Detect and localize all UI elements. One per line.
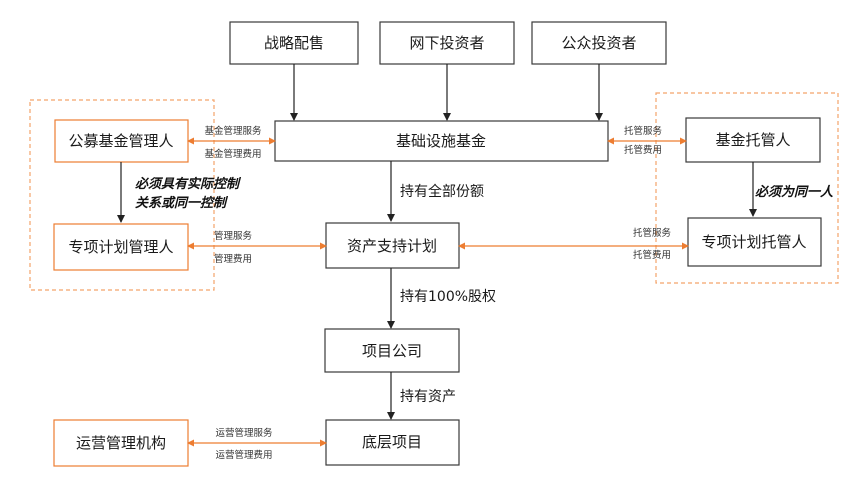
public-fund-manager-node: 公募基金管理人 bbox=[54, 119, 189, 163]
public-investors-node: 公众投资者 bbox=[531, 21, 667, 65]
custodian-group-frame bbox=[655, 92, 839, 284]
custody-service-top-label: 托管服务 bbox=[624, 125, 663, 137]
fund-mgmt-fee-label: 基金管理费用 bbox=[204, 148, 261, 160]
control-note-line2: 关系或同一控制 bbox=[135, 195, 229, 211]
special-plan-manager-node: 专项计划管理人 bbox=[53, 223, 189, 271]
special-plan-custodian-label: 专项计划托管人 bbox=[701, 233, 806, 251]
offline-investors-node: 网下投资者 bbox=[379, 21, 515, 65]
abs-plan-node: 资产支持计划 bbox=[325, 222, 460, 269]
fund-mgmt-service-label: 基金管理服务 bbox=[204, 125, 262, 137]
infra-fund-node: 基础设施基金 bbox=[274, 120, 609, 162]
control-note-line1: 必须具有实际控制 bbox=[135, 176, 242, 192]
hold-assets-label: 持有资产 bbox=[400, 389, 456, 405]
infra-fund-label: 基础设施基金 bbox=[396, 132, 486, 150]
strategic-placement-node: 战略配售 bbox=[229, 21, 359, 65]
public-investors-label: 公众投资者 bbox=[561, 34, 636, 52]
manager-group-frame bbox=[29, 99, 215, 291]
operator-label: 运营管理机构 bbox=[76, 434, 166, 452]
hold-all-shares-label: 持有全部份额 bbox=[400, 183, 484, 200]
project-company-node: 项目公司 bbox=[324, 328, 460, 373]
ops-mgmt-service-label: 运营管理服务 bbox=[215, 427, 273, 439]
special-plan-manager-label: 专项计划管理人 bbox=[68, 238, 173, 256]
mgmt-fee-label: 管理费用 bbox=[214, 253, 252, 265]
underlying-project-label: 底层项目 bbox=[362, 433, 422, 451]
operator-node: 运营管理机构 bbox=[53, 419, 189, 467]
underlying-project-node: 底层项目 bbox=[325, 419, 460, 466]
hold-100-equity-label: 持有100%股权 bbox=[400, 289, 496, 305]
abs-plan-label: 资产支持计划 bbox=[347, 237, 437, 255]
custody-service-mid-label: 托管服务 bbox=[633, 227, 672, 239]
project-company-label: 项目公司 bbox=[362, 342, 422, 360]
fund-custodian-node: 基金托管人 bbox=[685, 117, 821, 163]
fund-custodian-label: 基金托管人 bbox=[715, 131, 790, 149]
public-fund-manager-label: 公募基金管理人 bbox=[68, 132, 173, 150]
ops-mgmt-fee-label: 运营管理费用 bbox=[215, 449, 272, 461]
same-entity-note: 必须为同一人 bbox=[755, 184, 834, 200]
custody-fee-mid-label: 托管费用 bbox=[633, 249, 671, 261]
custody-fee-top-label: 托管费用 bbox=[624, 144, 662, 156]
strategic-placement-label: 战略配售 bbox=[264, 34, 324, 52]
mgmt-service-label: 管理服务 bbox=[214, 230, 253, 242]
special-plan-custodian-node: 专项计划托管人 bbox=[687, 217, 822, 267]
offline-investors-label: 网下投资者 bbox=[409, 34, 484, 52]
